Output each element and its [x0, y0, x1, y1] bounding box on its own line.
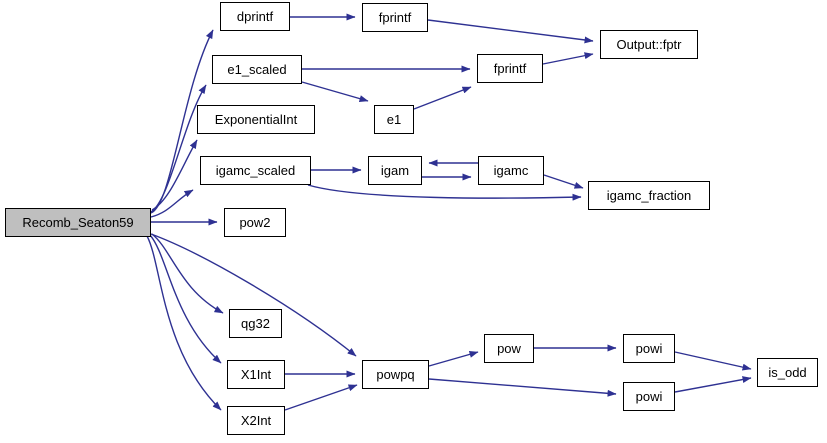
- edge-igamc_scaled-to-igamc_fraction: [307, 184, 582, 201]
- node-exponentialint[interactable]: ExponentialInt: [197, 105, 315, 134]
- node-fprintf_mid[interactable]: fprintf: [477, 54, 543, 83]
- node-label-e1_scaled: e1_scaled: [227, 62, 287, 77]
- node-powpq[interactable]: powpq: [362, 360, 429, 389]
- edge-recomb_seaton59-to-igamc_scaled: [150, 189, 194, 218]
- node-pow2[interactable]: pow2: [224, 208, 286, 237]
- node-label-igam: igam: [380, 163, 410, 178]
- node-igamc_fraction[interactable]: igamc_fraction: [588, 181, 710, 210]
- node-label-recomb_seaton59: Recomb_Seaton59: [22, 215, 134, 230]
- node-dprintf[interactable]: dprintf: [220, 2, 290, 31]
- node-label-dprintf: dprintf: [236, 9, 274, 24]
- node-pow[interactable]: pow: [484, 334, 534, 363]
- node-powi_top[interactable]: powi: [623, 334, 675, 363]
- node-label-igamc: igamc: [493, 163, 529, 178]
- node-output_fptr[interactable]: Output::fptr: [600, 30, 698, 59]
- node-e1_scaled[interactable]: e1_scaled: [212, 55, 302, 84]
- node-x2int[interactable]: X2Int: [227, 406, 285, 435]
- node-label-qg32: qg32: [241, 316, 270, 331]
- node-recomb_seaton59[interactable]: Recomb_Seaton59: [5, 208, 151, 237]
- edge-recomb_seaton59-to-qg32: [151, 233, 224, 314]
- edge-e1_scaled-to-e1: [301, 81, 369, 103]
- edge-x2int-to-powpq: [284, 384, 358, 411]
- node-label-output_fptr: Output::fptr: [616, 37, 682, 52]
- node-x1int[interactable]: X1Int: [227, 360, 285, 389]
- node-is_odd[interactable]: is_odd: [757, 358, 818, 387]
- node-label-x1int: X1Int: [240, 367, 272, 382]
- node-label-x2int: X2Int: [240, 413, 272, 428]
- node-label-igamc_scaled: igamc_scaled: [215, 163, 296, 178]
- node-label-pow2: pow2: [239, 215, 271, 230]
- edge-recomb_seaton59-to-x1int: [149, 234, 222, 364]
- edge-fprintf_top-to-output_fptr: [427, 19, 594, 44]
- node-label-fprintf_mid: fprintf: [493, 61, 527, 76]
- node-label-igamc_fraction: igamc_fraction: [606, 188, 692, 203]
- edge-recomb_seaton59-to-x2int: [146, 235, 222, 411]
- node-label-pow: pow: [497, 341, 521, 356]
- node-igam[interactable]: igam: [368, 156, 422, 185]
- node-e1[interactable]: e1: [374, 105, 414, 134]
- edge-powpq-to-pow: [428, 350, 479, 367]
- node-label-powpq: powpq: [376, 367, 415, 382]
- node-label-is_odd: is_odd: [768, 365, 807, 380]
- node-label-fprintf_top: fprintf: [378, 10, 412, 25]
- edge-e1-to-fprintf_mid: [413, 86, 472, 110]
- node-igamc[interactable]: igamc: [478, 156, 544, 185]
- edge-igamc-to-igamc_fraction: [543, 174, 584, 189]
- edge-recomb_seaton59-to-exponentialint: [151, 139, 198, 211]
- edge-powi_bottom-to-is_odd: [674, 376, 752, 393]
- node-qg32[interactable]: qg32: [229, 309, 282, 338]
- node-label-e1: e1: [386, 112, 402, 127]
- node-fprintf_top[interactable]: fprintf: [362, 3, 428, 32]
- node-label-powi_bottom: powi: [635, 389, 663, 404]
- edge-fprintf_mid-to-output_fptr: [542, 52, 594, 65]
- edge-powi_top-to-is_odd: [674, 351, 752, 371]
- edge-powpq-to-powi_bottom: [428, 378, 617, 397]
- node-igamc_scaled[interactable]: igamc_scaled: [200, 156, 311, 185]
- node-powi_bottom[interactable]: powi: [623, 382, 675, 411]
- node-label-powi_top: powi: [635, 341, 663, 356]
- node-label-exponentialint: ExponentialInt: [214, 112, 298, 127]
